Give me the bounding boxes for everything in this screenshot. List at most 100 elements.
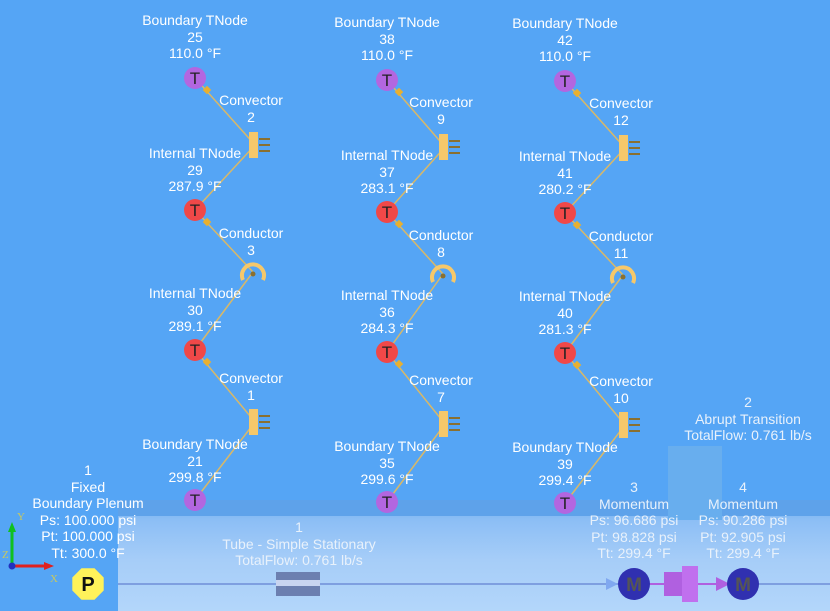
internal-tnode-circle[interactable] bbox=[184, 339, 206, 361]
boundary-tnode-letter: T bbox=[382, 71, 392, 90]
internal-tnode[interactable]: T bbox=[184, 339, 206, 361]
conductor[interactable] bbox=[240, 262, 266, 281]
convector[interactable] bbox=[439, 134, 448, 160]
internal-tnode[interactable]: T bbox=[554, 202, 576, 224]
internal-tnode-letter: T bbox=[190, 341, 200, 360]
internal-tnode-circle[interactable] bbox=[376, 201, 398, 223]
tube-label-line: 1 bbox=[295, 519, 303, 535]
plenum-label-line: Boundary Plenum bbox=[32, 495, 144, 511]
boundary-tnode-label-line: 110.0 °F bbox=[360, 47, 414, 63]
link-line bbox=[564, 424, 626, 504]
boundary-tnode-letter: T bbox=[190, 491, 200, 510]
transition-icon[interactable] bbox=[664, 572, 684, 596]
convector[interactable] bbox=[619, 412, 628, 438]
internal-tnode-circle[interactable] bbox=[184, 199, 206, 221]
link-anchor bbox=[394, 87, 404, 97]
convector[interactable] bbox=[249, 132, 258, 158]
internal-tnode[interactable]: T bbox=[376, 341, 398, 363]
boundary-tnode-label-line: 42 bbox=[557, 31, 573, 48]
boundary-tnode-circle[interactable] bbox=[184, 489, 206, 511]
link-anchor bbox=[202, 217, 212, 227]
internal-tnode[interactable]: T bbox=[184, 199, 206, 221]
boundary-tnode[interactable]: T bbox=[554, 70, 576, 92]
boundary-tnode[interactable]: T bbox=[376, 491, 398, 513]
conductor-label-line: 3 bbox=[247, 241, 255, 258]
internal-tnode-label-line: 29 bbox=[187, 161, 203, 178]
internal-tnode-label-line: 30 bbox=[187, 301, 203, 318]
internal-tnode-label-line: 283.1 °F bbox=[360, 180, 414, 196]
plenum-label-line: Ps: 100.000 psi bbox=[39, 511, 137, 528]
link-anchor bbox=[202, 357, 212, 367]
internal-tnode[interactable]: T bbox=[554, 342, 576, 364]
plenum-label-line: Tt: 300.0 °F bbox=[51, 544, 125, 561]
convector[interactable] bbox=[439, 411, 448, 437]
convector-label-line: 1 bbox=[247, 386, 255, 403]
conductor-label-line: 8 bbox=[437, 243, 445, 260]
boundary-tnode[interactable]: T bbox=[376, 69, 398, 91]
link-line bbox=[194, 271, 254, 351]
conductor[interactable] bbox=[430, 264, 456, 283]
boundary-tnode-label-line: 299.8 °F bbox=[168, 469, 222, 485]
flow-pipe-line bbox=[118, 583, 830, 585]
internal-tnode[interactable]: T bbox=[376, 201, 398, 223]
convector[interactable] bbox=[619, 135, 628, 161]
internal-tnode-letter: T bbox=[382, 203, 392, 222]
boundary-tnode[interactable]: T bbox=[554, 492, 576, 514]
boundary-tnode[interactable]: T bbox=[184, 67, 206, 89]
boundary-tnode-circle[interactable] bbox=[376, 69, 398, 91]
internal-tnode-label-line: Internal TNode bbox=[148, 145, 242, 161]
link-anchor bbox=[394, 219, 404, 229]
conductor-pin-icon bbox=[620, 274, 626, 280]
boundary-tnode-circle[interactable] bbox=[554, 70, 576, 92]
link-line bbox=[386, 423, 446, 503]
conductor-label-line: Conductor bbox=[588, 228, 654, 244]
x-axis-arrow bbox=[44, 562, 54, 570]
tube-label-line: Tube - Simple Stationary bbox=[222, 535, 376, 552]
internal-tnode-circle[interactable] bbox=[376, 341, 398, 363]
boundary-tnode-circle[interactable] bbox=[376, 491, 398, 513]
tube-label-line: TotalFlow: 0.761 lb/s bbox=[235, 552, 363, 568]
internal-tnode-label-line: Internal TNode bbox=[340, 147, 434, 163]
boundary-tnode-letter: T bbox=[382, 493, 392, 512]
convector-label-line: 9 bbox=[437, 110, 445, 127]
boundary-tnode-circle[interactable] bbox=[184, 67, 206, 89]
boundary-tnode-label-line: 38 bbox=[379, 30, 395, 47]
conductor-label-line: Conductor bbox=[218, 225, 284, 241]
momentum-3-label-line: Ps: 96.686 psi bbox=[589, 512, 679, 528]
conductor[interactable] bbox=[610, 265, 636, 284]
convector-label-line: 7 bbox=[437, 388, 445, 405]
boundary-tnode-circle[interactable] bbox=[554, 492, 576, 514]
convector-label-line: Convector bbox=[589, 373, 653, 389]
internal-tnode-label-line: 37 bbox=[379, 163, 395, 180]
link-line bbox=[386, 211, 444, 275]
plenum-letter: P bbox=[81, 574, 94, 596]
boundary-tnode-letter: T bbox=[560, 494, 570, 513]
momentum3-icon[interactable] bbox=[618, 568, 650, 600]
convector[interactable] bbox=[249, 409, 258, 435]
internal-tnode-circle[interactable] bbox=[554, 342, 576, 364]
boundary-tnode[interactable]: T bbox=[184, 489, 206, 511]
link-line bbox=[194, 144, 256, 211]
convector-label-line: 10 bbox=[613, 389, 629, 406]
boundary-tnode-label-line: Boundary TNode bbox=[334, 14, 440, 30]
link-line bbox=[386, 273, 444, 353]
flow-arrow-icon bbox=[716, 577, 730, 591]
boundary-tnode-label-line: Boundary TNode bbox=[142, 12, 248, 28]
transition-label-line: 2 bbox=[744, 394, 752, 410]
link-anchor bbox=[202, 85, 212, 95]
link-line bbox=[194, 421, 256, 501]
internal-tnode-circle[interactable] bbox=[554, 202, 576, 224]
momentum4-icon[interactable] bbox=[727, 568, 759, 600]
plenum-icon[interactable] bbox=[72, 568, 104, 600]
plenum-label-line: Pt: 100.000 psi bbox=[41, 528, 135, 544]
